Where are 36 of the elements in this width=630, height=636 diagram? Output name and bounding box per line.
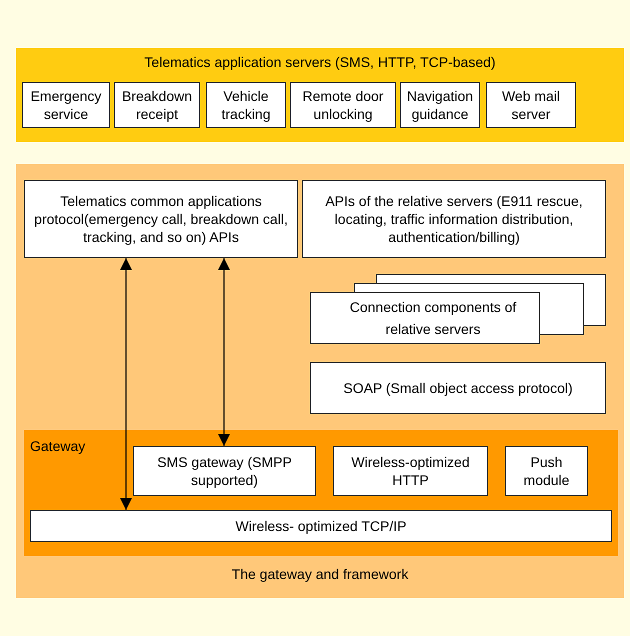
box-label: Navigation guidance [406,87,474,123]
process-box [486,82,576,128]
framework-panel [16,164,624,598]
box-label: Connection components of relative servers [348,298,518,339]
process-box [302,180,606,258]
box-label: Wireless- optimized TCP/IP [236,517,406,535]
process-box [30,510,612,542]
process-box [24,180,298,258]
gateway-panel [24,430,618,556]
process-box [310,362,606,414]
process-box [114,82,200,128]
server-panel [16,48,624,142]
panel-title: The gateway and framework [230,566,410,582]
box-label: Wireless-optimized HTTP [350,453,471,489]
box-label: Web mail server [500,87,562,123]
box-label: SOAP (Small object access protocol) [343,379,573,397]
stacked-boxes-drawing [310,274,606,344]
box-label: Vehicle tracking [220,87,272,123]
process-box [333,446,488,496]
double-arrow [218,258,230,446]
process-box [133,446,316,496]
box-label: Telematics common applications protocol(emergency call, breakdown call, tracking, and so on) APIs [33,192,289,246]
box-label: Emergency service [30,87,102,123]
panel-title: Telematics application servers (SMS, HTTP, TCP-based) [143,54,497,70]
box-label: SMS gateway (SMPP supported) [156,453,293,489]
box-label: Remote door unlocking [302,87,384,123]
process-box [206,82,286,128]
box-label: Breakdown receipt [120,87,194,123]
panel-title: Gateway [30,438,86,454]
process-box [400,82,480,128]
process-box [22,82,110,128]
box-label: Push module [522,453,570,489]
process-box [290,82,396,128]
box-label: APIs of the relative servers (E911 rescue, locating, traffic information distribution, authentication/billing) [324,192,584,246]
process-box [505,446,588,496]
double-arrow [120,258,132,510]
